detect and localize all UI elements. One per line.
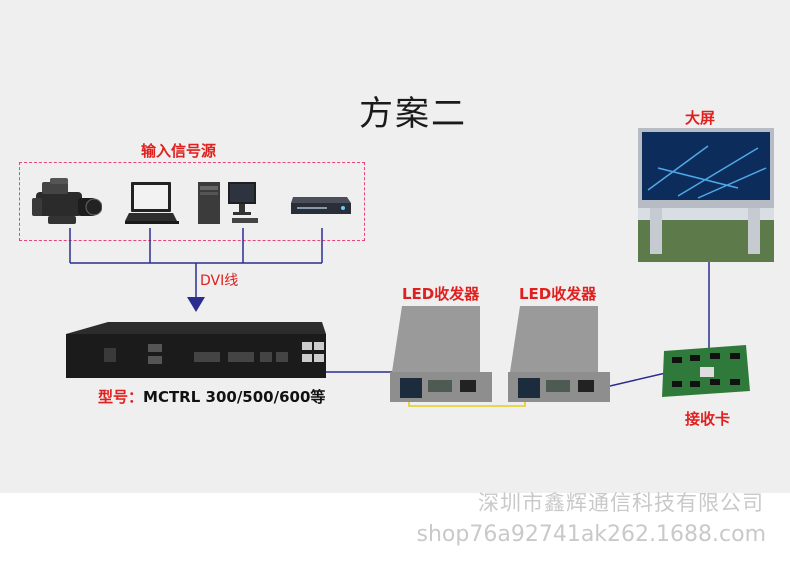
watermark-shop-url: shop76a92741ak262.1688.com — [416, 522, 766, 547]
video-camera-icon — [32, 178, 102, 224]
laptop-icon — [125, 182, 179, 224]
desktop-computer-icon — [198, 182, 258, 224]
receiver-link-wire — [609, 371, 671, 387]
input-sources-label: 输入信号源 — [141, 142, 217, 160]
transceiver-2-label: LED收发器 — [519, 285, 597, 303]
receiver-card-device — [662, 345, 750, 397]
input-sources-group — [19, 162, 365, 241]
transceiver-1-label: LED收发器 — [402, 285, 480, 303]
diagram-title: 方案二 — [359, 94, 467, 134]
led-controller-device — [66, 322, 326, 378]
watermark-company: 深圳市鑫辉通信科技有限公司 — [478, 491, 764, 515]
led-big-screen — [638, 128, 774, 262]
led-transceiver-1 — [390, 306, 492, 402]
led-transceiver-2 — [508, 306, 610, 402]
model-value: MCTRL 300/500/600等 — [143, 388, 326, 406]
receiver-card-label: 接收卡 — [685, 410, 731, 428]
power-socket-icon — [104, 348, 116, 362]
dvi-cable-label: DVI线 — [200, 273, 239, 289]
model-prefix: 型号： — [98, 388, 144, 406]
dvi-arrow — [187, 297, 205, 312]
media-player-icon — [291, 197, 351, 214]
big-screen-label: 大屏 — [685, 109, 716, 127]
controller-model-label: 型号：MCTRL 300/500/600等 — [98, 386, 325, 407]
